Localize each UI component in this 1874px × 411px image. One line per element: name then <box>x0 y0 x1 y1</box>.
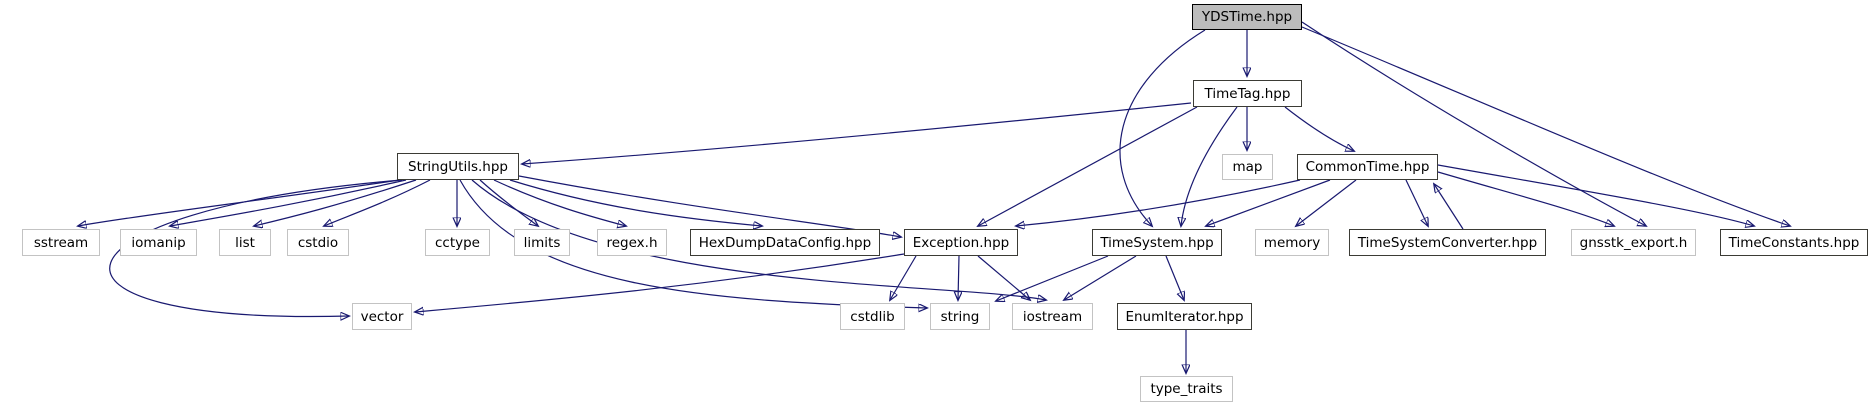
graph-edge-commontime-hpp-to-gnsstk-export-h <box>1437 171 1614 226</box>
graph-node-stringutils-hpp[interactable]: StringUtils.hpp <box>397 153 519 180</box>
graph-edge-stringutils-hpp-to-list <box>254 179 417 226</box>
graph-edge-commontime-hpp-to-timesystemconverter-hpp <box>1405 179 1428 226</box>
graph-edge-stringutils-hpp-to-string <box>459 179 927 308</box>
graph-edge-commontime-hpp-to-timeconstants-hpp <box>1437 164 1754 226</box>
graph-edge-timesystem-hpp-to-enumiterator-hpp <box>1165 255 1184 300</box>
graph-node-iomanip: iomanip <box>120 229 197 256</box>
graph-edge-stringutils-hpp-to-sstream <box>78 179 401 226</box>
graph-node-commontime-hpp[interactable]: CommonTime.hpp <box>1297 154 1438 180</box>
graph-edge-stringutils-hpp-to-cstdio <box>324 179 431 226</box>
graph-node-exception-hpp[interactable]: Exception.hpp <box>904 229 1018 256</box>
graph-node-map: map <box>1222 154 1273 180</box>
graph-edge-ydstime-hpp-to-timesystem-hpp <box>1119 29 1206 226</box>
graph-edge-exception-hpp-to-cstdlib <box>890 255 917 300</box>
graph-edge-stringutils-hpp-to-regex-h <box>493 179 626 226</box>
graph-edge-stringutils-hpp-to-limits <box>479 179 538 226</box>
graph-edge-commontime-hpp-to-timesystem-hpp <box>1206 179 1331 226</box>
graph-node-timetag-hpp[interactable]: TimeTag.hpp <box>1193 80 1302 107</box>
graph-edge-exception-hpp-to-vector <box>415 253 905 312</box>
graph-node-type-traits: type_traits <box>1140 376 1233 402</box>
graph-edge-timetag-hpp-to-exception-hpp <box>978 106 1198 226</box>
graph-node-cctype: cctype <box>425 229 490 256</box>
graph-edge-ydstime-hpp-to-timeconstants-hpp <box>1301 26 1790 226</box>
graph-node-string: string <box>930 303 990 330</box>
graph-node-enumiterator-hpp[interactable]: EnumIterator.hpp <box>1117 303 1252 330</box>
graph-edge-timesystem-hpp-to-string <box>996 255 1109 301</box>
graph-edge-stringutils-hpp-to-iostream <box>471 179 1046 300</box>
graph-node-iostream: iostream <box>1012 303 1093 330</box>
graph-node-sstream: sstream <box>22 229 100 256</box>
graph-edge-exception-hpp-to-iostream <box>977 255 1030 300</box>
graph-node-list: list <box>219 229 271 256</box>
graph-node-limits: limits <box>514 229 570 256</box>
graph-node-cstdlib: cstdlib <box>840 303 905 330</box>
graph-edge-stringutils-hpp-to-vector <box>109 179 403 317</box>
graph-edge-timesystemconverter-hpp-to-commontime-hpp <box>1434 184 1464 230</box>
graph-edge-exception-hpp-to-string <box>958 255 959 300</box>
graph-edge-ydstime-hpp-to-gnsstk-export-h <box>1301 21 1646 226</box>
graph-node-vector: vector <box>352 303 412 330</box>
graph-edge-commontime-hpp-to-memory <box>1296 179 1357 226</box>
graph-node-ydstime-hpp: YDSTime.hpp <box>1192 4 1302 30</box>
graph-node-timeconstants-hpp[interactable]: TimeConstants.hpp <box>1720 229 1868 256</box>
graph-node-regex-h: regex.h <box>597 229 667 256</box>
graph-node-timesystemconverter-hpp[interactable]: TimeSystemConverter.hpp <box>1349 229 1546 256</box>
graph-edge-timetag-hpp-to-commontime-hpp <box>1284 106 1354 151</box>
graph-edge-commontime-hpp-to-exception-hpp <box>1016 179 1301 226</box>
graph-node-timesystem-hpp[interactable]: TimeSystem.hpp <box>1092 229 1222 256</box>
graph-node-memory: memory <box>1255 229 1329 256</box>
graph-edge-stringutils-hpp-to-exception-hpp <box>518 175 901 237</box>
graph-edge-stringutils-hpp-to-iomanip <box>170 179 407 226</box>
graph-edge-timetag-hpp-to-stringutils-hpp <box>522 102 1192 164</box>
graph-edge-timetag-hpp-to-timesystem-hpp <box>1181 106 1238 226</box>
graph-edge-stringutils-hpp-to-hexdumpdataconfig-hpp <box>509 179 762 226</box>
graph-node-cstdio: cstdio <box>287 229 349 256</box>
graph-edge-timesystem-hpp-to-iostream <box>1064 255 1137 300</box>
graph-node-gnsstk-export-h: gnsstk_export.h <box>1571 229 1696 256</box>
graph-node-hexdumpdataconfig-hpp[interactable]: HexDumpDataConfig.hpp <box>690 229 880 256</box>
